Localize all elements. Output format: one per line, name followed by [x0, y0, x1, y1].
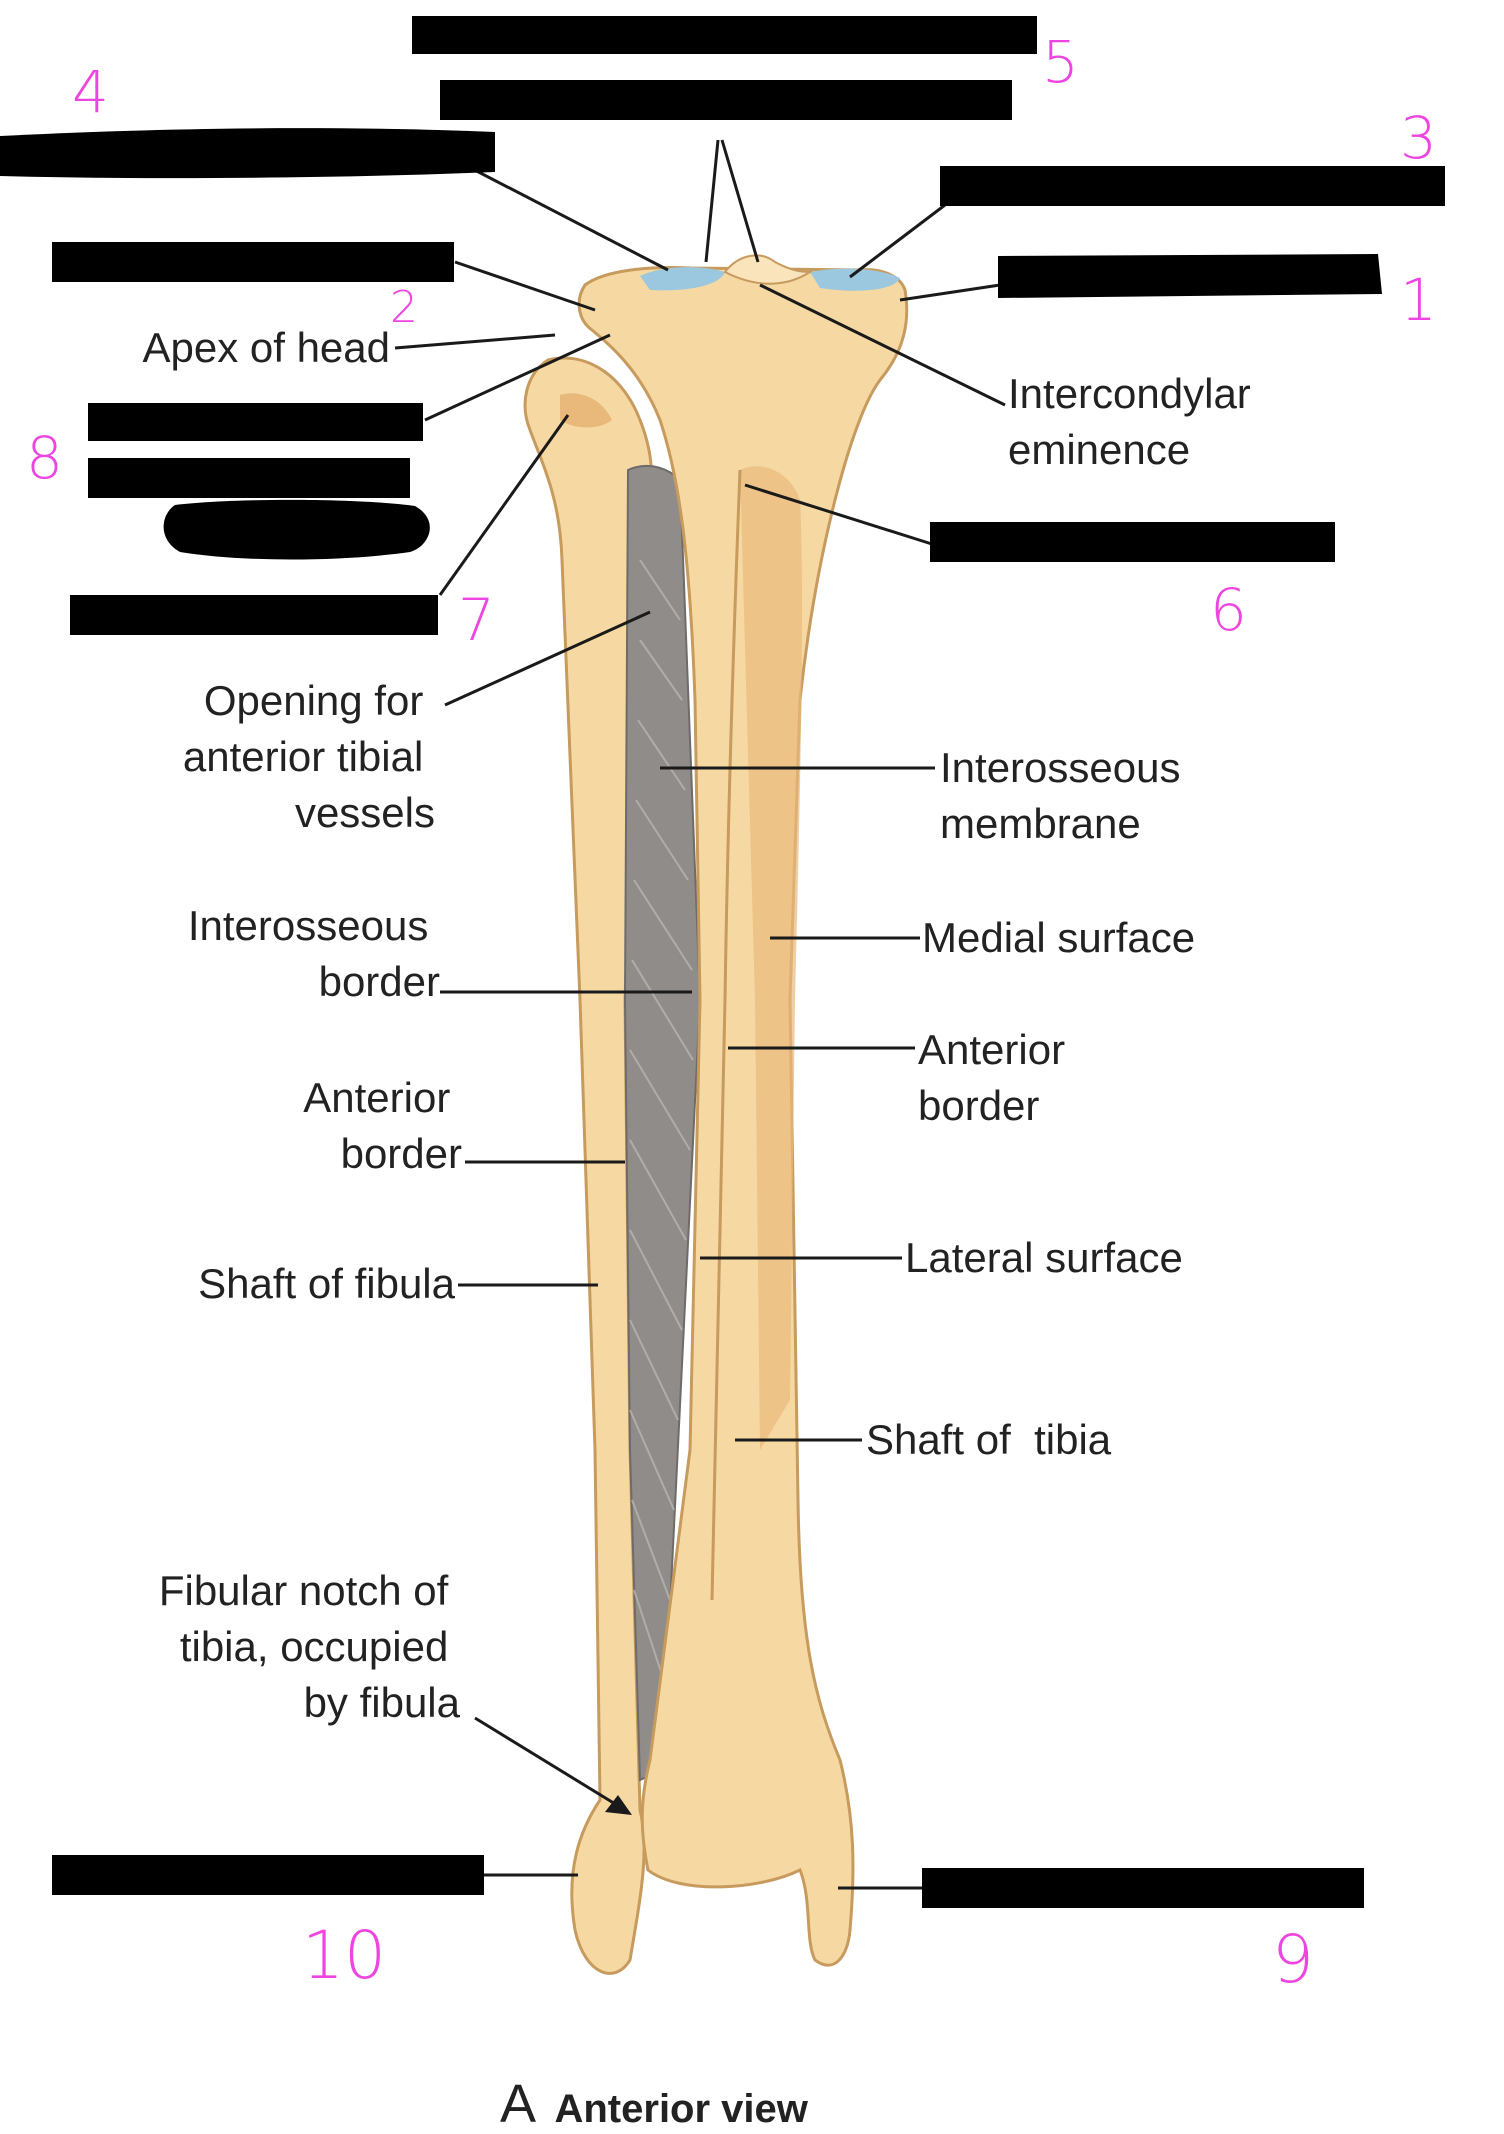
label-medial-surface: Medial surface: [922, 914, 1195, 961]
redacted-label-5b: [440, 80, 1012, 120]
leader-3: [849, 203, 946, 279]
label-opening-line2: anterior tibial: [183, 733, 423, 780]
redacted-label-8c: [163, 499, 430, 560]
redacted-label-8b: [88, 458, 410, 498]
redacted-label-6: [930, 522, 1335, 562]
label-apex-of-head: Apex of head: [142, 324, 390, 371]
leader-intercondylar: [759, 283, 1006, 407]
leader-lines: [394, 139, 1006, 1890]
label-opening-anterior-tibial-vessels: Opening for anterior tibial vessels: [183, 677, 435, 836]
medial-condyle-cartilage: [810, 268, 900, 291]
label-tibia-anterior-border-line1: Anterior: [918, 1026, 1065, 1073]
redacted-label-7: [70, 595, 438, 635]
tibia-shade: [740, 466, 803, 1450]
hand-number-9: 9: [1272, 1921, 1314, 1998]
hand-number-2: 2: [390, 282, 418, 333]
redacted-label-2: [52, 242, 454, 282]
redacted-label-1: [998, 254, 1382, 298]
redacted-label-3: [940, 166, 1445, 206]
eminence-shape: [723, 254, 814, 285]
label-fibula-anterior-border-line1: Anterior: [303, 1074, 450, 1121]
leader-5-left: [704, 139, 720, 263]
label-fibular-notch-line1: Fibular notch of: [159, 1567, 449, 1614]
label-intercondylar-eminence: Intercondylar eminence: [1008, 370, 1262, 473]
label-intercondylar-eminence-line2: eminence: [1008, 426, 1190, 473]
label-intercondylar-eminence-line1: Intercondylar: [1008, 370, 1251, 417]
label-shaft-of-fibula: Shaft of fibula: [198, 1260, 455, 1307]
leader-8: [424, 333, 611, 422]
hand-number-5: 5: [1042, 28, 1079, 96]
redacted-label-8a: [88, 403, 423, 441]
view-letter: A: [500, 2074, 536, 2134]
hand-number-7: 7: [458, 586, 495, 654]
label-shaft-of-tibia: Shaft of tibia: [866, 1416, 1112, 1463]
leader-fibular-notch: [474, 1716, 626, 1812]
view-caption-text: Anterior view: [554, 2087, 808, 2131]
label-interosseous-border-line1: Interosseous: [188, 902, 428, 949]
label-opening-line1: Opening for: [204, 677, 423, 724]
label-interosseous-border: Interosseous border: [188, 902, 440, 1005]
hand-number-4: 4: [72, 58, 109, 126]
redaction-bars: [0, 16, 1445, 1908]
label-tibia-anterior-border-line2: border: [918, 1082, 1039, 1129]
label-lateral-surface: Lateral surface: [905, 1234, 1183, 1281]
redacted-label-4: [0, 128, 495, 179]
tibia-crest-line: [710, 469, 742, 1601]
leader-7: [438, 414, 570, 596]
bone-illustration: [523, 254, 909, 1975]
fibula-bone: [523, 356, 653, 1975]
label-tibia-anterior-border: Anterior border: [918, 1026, 1077, 1129]
label-fibular-notch: Fibular notch of tibia, occupied by fibu…: [159, 1567, 461, 1726]
label-interosseous-membrane: Interosseous membrane: [940, 744, 1192, 847]
leader-6: [744, 483, 936, 547]
label-interosseous-border-line2: border: [319, 958, 440, 1005]
membrane-fibers: [629, 559, 694, 1691]
redacted-label-10: [52, 1855, 484, 1895]
hand-number-8: 8: [26, 424, 63, 492]
leader-1: [899, 283, 1001, 302]
leader-4: [464, 163, 669, 272]
hand-number-3: 3: [1400, 104, 1437, 172]
redacted-label-5a: [412, 16, 1037, 54]
tibia-bone: [577, 266, 909, 1967]
hand-number-6: 6: [1210, 576, 1247, 644]
label-interosseous-membrane-line2: membrane: [940, 800, 1141, 847]
leader-opening: [444, 610, 651, 707]
leader-5-right: [720, 139, 760, 263]
hand-number-1: 1: [1400, 266, 1437, 334]
leader-2: [454, 260, 596, 312]
redacted-label-9: [922, 1868, 1364, 1908]
label-opening-line3: vessels: [295, 789, 435, 836]
label-fibular-notch-line3: by fibula: [304, 1679, 461, 1726]
label-fibula-anterior-border-line2: border: [341, 1130, 462, 1177]
leader-apex: [394, 333, 556, 350]
label-fibular-notch-line2: tibia, occupied: [180, 1623, 449, 1670]
view-caption: A Anterior view: [500, 2074, 809, 2134]
label-interosseous-membrane-line1: Interosseous: [940, 744, 1180, 791]
fibular-notch-arrowhead: [605, 1795, 632, 1815]
hand-number-10: 10: [302, 1917, 386, 1994]
fibula-head-shade: [560, 393, 612, 428]
label-fibula-anterior-border: Anterior border: [303, 1074, 462, 1177]
printed-labels: Apex of head Intercondylar eminence Open…: [142, 324, 1262, 2134]
handwritten-numbers: 4 5 3 2 1 8 7 6 10 9: [26, 28, 1437, 1998]
lateral-condyle-cartilage: [640, 267, 725, 291]
